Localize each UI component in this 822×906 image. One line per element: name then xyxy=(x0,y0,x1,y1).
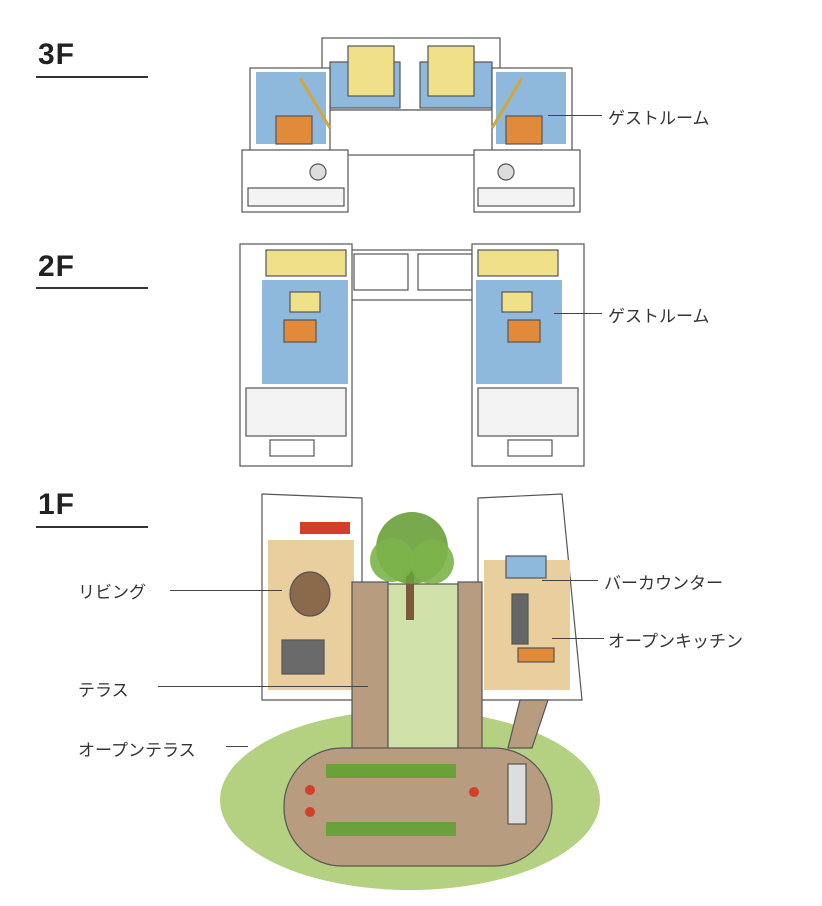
label-open-kitchen: オープンキッチン xyxy=(608,632,743,652)
label-open-terrace: オープンテラス xyxy=(78,741,196,761)
leader-2f-guest-room xyxy=(554,313,602,314)
label-2f-guest-room: ゲストルーム xyxy=(608,307,710,327)
leader-open-kitchen xyxy=(552,638,604,639)
plan-2f xyxy=(239,243,585,467)
label-terrace: テラス xyxy=(78,681,129,701)
label-living: リビング xyxy=(78,583,146,603)
leader-terrace xyxy=(158,686,368,687)
leader-3f-guest-room xyxy=(548,115,602,116)
floor-title-2f: 2F xyxy=(38,250,76,283)
floor-title-3f: 3F xyxy=(38,38,76,71)
floor-title-1f: 1F xyxy=(38,488,76,521)
plan-1f xyxy=(220,493,600,890)
floor-rule-3f xyxy=(36,76,148,78)
plan-3f xyxy=(241,37,581,213)
label-3f-guest-room: ゲストルーム xyxy=(608,109,710,129)
leader-open-terrace xyxy=(226,746,248,747)
leader-living xyxy=(170,590,282,591)
floor-rule-2f xyxy=(36,287,148,289)
floor-rule-1f xyxy=(36,526,148,528)
label-bar-counter: バーカウンター xyxy=(604,574,723,594)
leader-bar-counter xyxy=(542,580,598,581)
